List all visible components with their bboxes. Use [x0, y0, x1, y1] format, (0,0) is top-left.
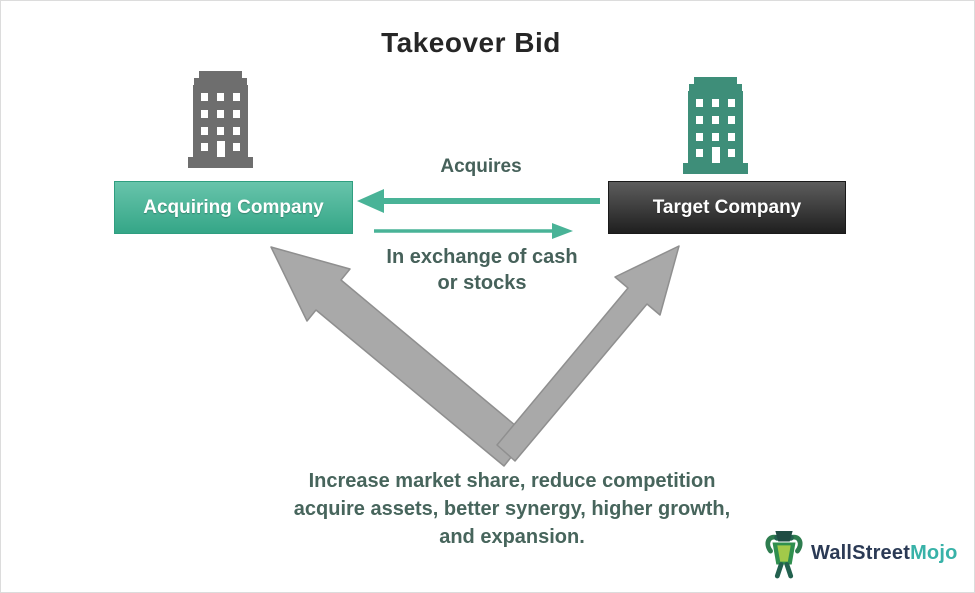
wallstreet-text: WallStreet — [811, 541, 911, 564]
exchange-label-line1: In exchange of cash — [386, 246, 578, 268]
wallstreetmojo-logo: WallStreetMojo — [761, 525, 958, 581]
building-icon-teal — [683, 77, 748, 174]
target-company-label: Target Company — [652, 196, 802, 218]
up-right-arrow-shape — [496, 245, 680, 462]
benefits-text: Increase market share, reduce competitio… — [242, 467, 782, 551]
acquiring-company-label: Acquiring Company — [143, 196, 324, 218]
page-title: Takeover Bid — [381, 27, 561, 58]
benefits-line1: Increase market share, reduce competitio… — [308, 470, 716, 492]
acquiring-company-box: Acquiring Company — [114, 181, 353, 234]
benefits-line2: acquire assets, better synergy, higher g… — [293, 498, 731, 520]
wallstreetmojo-mascot-icon — [765, 530, 803, 579]
exchange-arrow-head — [552, 223, 573, 239]
benefits-line3: and expansion. — [439, 526, 585, 548]
exchange-label-line2: or stocks — [437, 272, 527, 294]
mojo-text: Mojo — [910, 541, 958, 564]
target-company-box: Target Company — [608, 181, 846, 234]
wallstreetmojo-wordmark: WallStreetMojo — [811, 542, 958, 565]
acquires-arrow-head — [357, 189, 384, 213]
acquires-label: Acquires — [440, 156, 522, 177]
building-icon-gray — [188, 71, 253, 168]
exchange-label: In exchange of cash or stocks — [332, 244, 632, 296]
